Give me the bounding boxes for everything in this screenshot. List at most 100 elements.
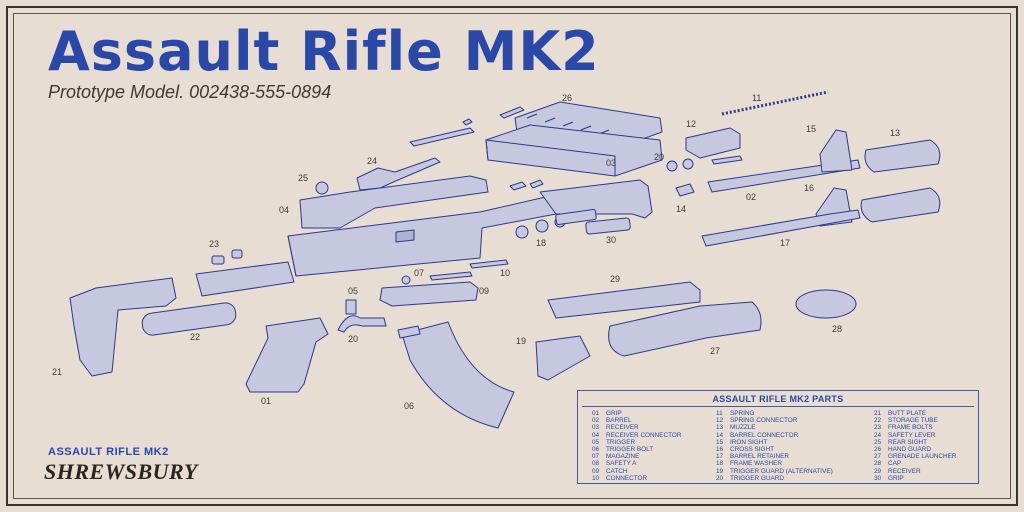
part-spring xyxy=(721,90,829,116)
part-grip-30 xyxy=(585,217,631,235)
legend-part-number: 27 xyxy=(874,453,882,461)
legend-part-number: 07 xyxy=(592,453,600,461)
svg-text:18: 18 xyxy=(536,238,546,248)
svg-text:26: 26 xyxy=(562,93,572,103)
legend-part-name: BARREL xyxy=(606,417,632,425)
legend-part-name: SPRING CONNECTOR xyxy=(730,417,798,425)
legend-part-name: SPRING xyxy=(730,410,755,417)
part-spring-connector xyxy=(685,127,741,159)
legend-row: 12 SPRING CONNECTOR xyxy=(716,417,833,424)
svg-text:24: 24 xyxy=(367,156,377,166)
legend-part-number: 10 xyxy=(592,474,600,482)
legend-part-number: 13 xyxy=(716,424,724,432)
legend-part-name: TRIGGER GUARD (ALTERNATIVE) xyxy=(730,467,833,475)
legend-part-name: MUZZLE xyxy=(730,424,756,432)
legend-part-number: 26 xyxy=(874,445,882,453)
svg-text:04: 04 xyxy=(279,205,289,215)
legend-row: 02 BARREL xyxy=(592,417,682,424)
legend-part-number: 20 xyxy=(716,474,724,482)
svg-text:12: 12 xyxy=(686,119,696,129)
legend-part-name: FRAME WASHER xyxy=(730,460,782,468)
legend-part-number: 09 xyxy=(592,467,600,475)
svg-text:14: 14 xyxy=(676,204,686,214)
svg-text:28: 28 xyxy=(832,324,842,334)
legend-part-number: 21 xyxy=(874,410,882,417)
legend-part-name: TRIGGER GUARD xyxy=(730,474,784,482)
svg-text:05: 05 xyxy=(348,286,358,296)
legend-part-name: MAGAZINE xyxy=(606,453,640,461)
legend-part-name: CAP xyxy=(888,460,902,468)
legend-row: 20 TRIGGER GUARD xyxy=(716,475,833,482)
legend-part-name: CROSS SIGHT xyxy=(730,445,775,453)
part-trigger-guard-alt xyxy=(535,335,591,381)
brand-product-name: ASSAULT RIFLE MK2 xyxy=(48,446,169,458)
svg-text:07: 07 xyxy=(414,268,424,278)
legend-part-name: BUTT PLATE xyxy=(888,410,927,417)
svg-text:25: 25 xyxy=(298,173,308,183)
legend-part-number: 02 xyxy=(592,417,600,425)
legend-part-number: 05 xyxy=(592,438,600,446)
poster-subtitle: Prototype Model. 002438-555-0894 xyxy=(48,82,332,102)
legend-part-number: 18 xyxy=(716,460,724,468)
legend-part-number: 22 xyxy=(874,417,882,425)
svg-text:11: 11 xyxy=(752,93,761,103)
part-receiver-29 xyxy=(547,281,701,319)
brand-maker-logo: SHREWSBURY xyxy=(44,459,198,484)
legend-part-name: SAFETY LEVER xyxy=(888,431,936,439)
svg-text:22: 22 xyxy=(190,332,200,342)
svg-text:27: 27 xyxy=(710,346,720,356)
part-grip xyxy=(245,317,329,393)
svg-text:10: 10 xyxy=(500,268,510,278)
svg-text:17: 17 xyxy=(780,238,790,248)
svg-text:03: 03 xyxy=(606,158,616,168)
svg-text:23: 23 xyxy=(209,239,219,249)
part-muzzle xyxy=(864,139,941,173)
poster-title: Assault Rifle MK2 xyxy=(48,20,600,83)
part-grenade-launcher xyxy=(608,301,762,357)
legend-part-name: RECEIVER xyxy=(606,424,639,432)
svg-text:06: 06 xyxy=(404,401,414,411)
svg-text:02: 02 xyxy=(746,192,756,202)
part-receiver-connector xyxy=(299,175,489,229)
legend-part-number: 16 xyxy=(716,445,724,453)
legend-part-number: 12 xyxy=(716,417,724,425)
part-barrel-retainer xyxy=(701,209,861,247)
legend-row: 11 SPRING xyxy=(716,410,833,417)
legend-row: 24 SAFETY LEVER xyxy=(874,432,957,439)
svg-text:19: 19 xyxy=(516,336,526,346)
legend-divider xyxy=(582,406,974,407)
part-storage-tube xyxy=(141,302,237,336)
legend-part-number: 08 xyxy=(592,460,600,468)
legend-row: 21 BUTT PLATE xyxy=(874,410,957,417)
legend-part-name: STORAGE TUBE xyxy=(888,417,938,425)
legend-part-number: 04 xyxy=(592,431,600,439)
legend-part-name: RECEIVER xyxy=(888,467,921,475)
legend-part-name: SAFETY A xyxy=(606,460,637,468)
legend-part-name: GRIP xyxy=(888,474,904,482)
legend-part-number: 11 xyxy=(716,410,723,417)
legend-part-name: BARREL RETAINER xyxy=(730,453,789,461)
legend-part-number: 23 xyxy=(874,424,882,432)
part-trigger xyxy=(345,299,357,315)
svg-text:01: 01 xyxy=(261,396,271,406)
legend-part-number: 24 xyxy=(874,431,882,439)
svg-text:16: 16 xyxy=(804,183,814,193)
